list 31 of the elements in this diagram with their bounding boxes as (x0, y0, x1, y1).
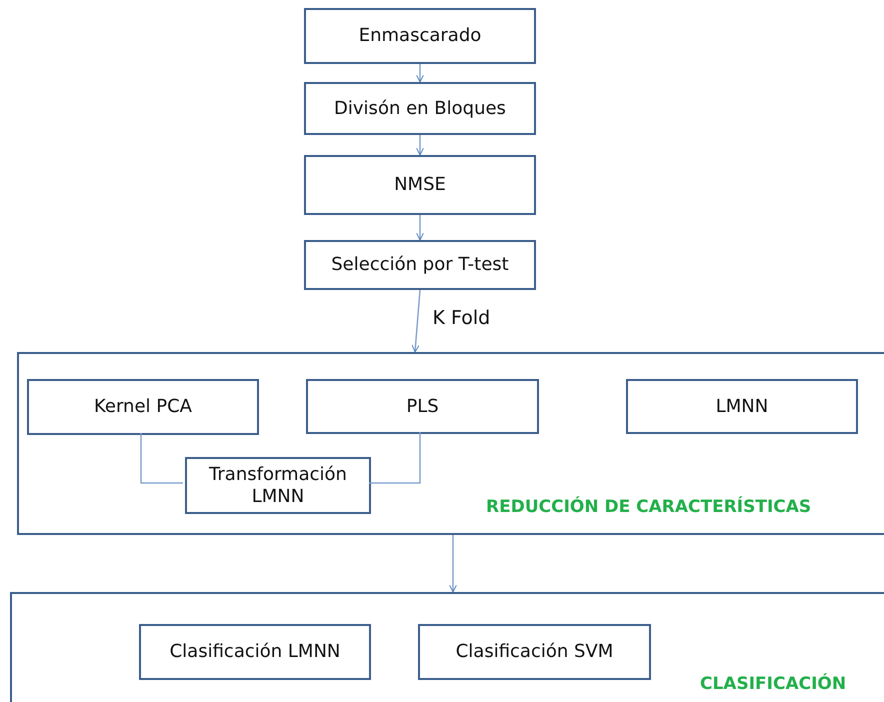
box-label: PLS (406, 396, 439, 418)
box-label: Clasificación LMNN (170, 641, 340, 663)
process-box (418, 624, 651, 680)
box-label: Transformación LMNN (208, 464, 348, 508)
process-box (304, 155, 536, 215)
process-box (306, 379, 539, 434)
connector-line (140, 433, 183, 484)
process-box (304, 82, 536, 135)
box-label: Kernel PCA (94, 396, 192, 418)
arrow (416, 215, 424, 240)
box-label: NMSE (394, 174, 446, 196)
process-box (139, 624, 371, 680)
box-label: LMNN (716, 396, 768, 418)
process-box (304, 8, 536, 64)
connector-line (369, 432, 421, 484)
process-box (185, 457, 371, 514)
arrow (412, 290, 421, 352)
process-box (626, 379, 858, 434)
group-heading: REDUCCIÓN DE CARACTERÍSTICAS (486, 497, 812, 518)
arrow (449, 535, 457, 592)
arrow (416, 135, 424, 156)
process-box (304, 240, 536, 290)
arrow (416, 64, 424, 82)
group-heading: CLASIFICACIÓN (700, 674, 846, 694)
box-label: Enmascarado (358, 25, 482, 47)
group-panel (10, 592, 884, 702)
process-box (27, 379, 259, 435)
group-panel (17, 352, 884, 535)
box-label: Selección por T-test (331, 254, 509, 276)
box-label: Divisón en Bloques (334, 98, 506, 120)
box-label: Clasificación SVM (456, 641, 614, 663)
